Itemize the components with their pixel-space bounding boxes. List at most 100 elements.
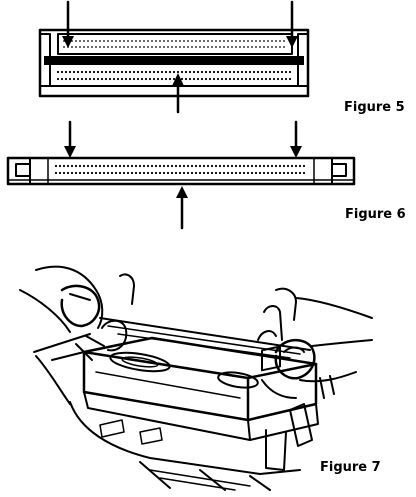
pin-hole	[123, 46, 125, 48]
pin-hole	[66, 164, 70, 168]
pin-hole	[180, 77, 184, 81]
pin-hole	[284, 70, 288, 74]
pin-hole	[147, 40, 149, 42]
pin-hole	[228, 77, 232, 81]
pin-hole	[68, 77, 72, 81]
pin-hole	[218, 164, 222, 168]
pin-hole	[78, 171, 82, 175]
figure7-right-hand	[257, 287, 373, 399]
pin-hole	[98, 171, 102, 175]
pin-hole	[75, 40, 77, 42]
pin-hole	[172, 70, 176, 74]
pin-hole	[176, 70, 180, 74]
pin-hole	[86, 164, 90, 168]
pin-hole	[207, 40, 209, 42]
pin-hole	[146, 171, 150, 175]
pin-hole	[278, 164, 282, 168]
pin-hole	[196, 70, 200, 74]
pin-hole	[102, 164, 106, 168]
pin-hole	[115, 40, 117, 42]
pin-hole	[222, 171, 226, 175]
pin-hole	[136, 70, 140, 74]
pin-hole	[127, 46, 129, 48]
pin-hole	[282, 171, 286, 175]
pin-hole	[168, 70, 172, 74]
pin-hole	[154, 171, 158, 175]
pin-hole	[206, 171, 210, 175]
figure7-left-hand	[19, 265, 135, 405]
pin-hole	[222, 164, 226, 168]
pin-hole	[274, 164, 278, 168]
pin-hole	[268, 77, 272, 81]
pin-hole	[250, 171, 254, 175]
figure7-base-board	[69, 401, 301, 491]
pin-hole	[114, 164, 118, 168]
pin-hole	[194, 164, 198, 168]
pin-hole	[290, 171, 294, 175]
pin-hole	[251, 46, 253, 48]
pin-hole	[190, 171, 194, 175]
pin-hole	[224, 77, 228, 81]
pin-hole	[86, 171, 90, 175]
pin-hole	[95, 46, 97, 48]
pin-hole	[147, 46, 149, 48]
pin-hole	[116, 77, 120, 81]
figure6-arrow-up	[176, 186, 188, 230]
pin-hole	[175, 40, 177, 42]
pin-hole	[190, 164, 194, 168]
pin-hole	[94, 164, 98, 168]
pin-hole	[68, 70, 72, 74]
pin-hole	[182, 171, 186, 175]
pin-hole	[96, 70, 100, 74]
pin-hole	[140, 70, 144, 74]
pin-hole	[60, 70, 64, 74]
pin-hole	[259, 46, 261, 48]
pin-hole	[232, 70, 236, 74]
pin-hole	[87, 40, 89, 42]
pin-hole	[134, 171, 138, 175]
pin-hole	[288, 70, 292, 74]
pin-hole	[258, 164, 262, 168]
pin-hole	[76, 70, 80, 74]
pin-hole	[135, 46, 137, 48]
figure7-illustration	[19, 265, 373, 491]
pin-hole	[166, 171, 170, 175]
pin-hole	[278, 171, 282, 175]
figure5-upper-cover	[57, 33, 293, 55]
pin-hole	[111, 46, 113, 48]
pin-hole	[255, 46, 257, 48]
pin-hole	[215, 46, 217, 48]
pin-hole	[191, 46, 193, 48]
pin-hole	[198, 171, 202, 175]
pin-hole	[272, 70, 276, 74]
pin-hole	[142, 164, 146, 168]
pin-hole	[62, 164, 66, 168]
pin-hole	[188, 70, 192, 74]
pin-hole	[199, 46, 201, 48]
pin-hole	[130, 164, 134, 168]
pin-hole	[183, 46, 185, 48]
pin-hole	[195, 46, 197, 48]
pin-hole	[276, 77, 280, 81]
figure7-cable	[99, 317, 311, 359]
pin-hole	[110, 164, 114, 168]
pin-hole	[83, 46, 85, 48]
pin-hole	[186, 164, 190, 168]
pin-hole	[79, 46, 81, 48]
pin-hole	[150, 171, 154, 175]
pin-hole	[128, 77, 132, 81]
figure5-connector	[38, 0, 310, 114]
pin-hole	[118, 171, 122, 175]
pin-hole	[120, 77, 124, 81]
pin-hole	[163, 46, 165, 48]
pin-hole	[128, 70, 132, 74]
pin-hole	[280, 77, 284, 81]
pin-hole	[126, 164, 130, 168]
pin-hole	[211, 46, 213, 48]
pin-hole	[155, 46, 157, 48]
figure5-pin-rows	[56, 40, 292, 81]
pin-hole	[220, 77, 224, 81]
pin-hole	[146, 164, 150, 168]
pin-hole	[194, 171, 198, 175]
